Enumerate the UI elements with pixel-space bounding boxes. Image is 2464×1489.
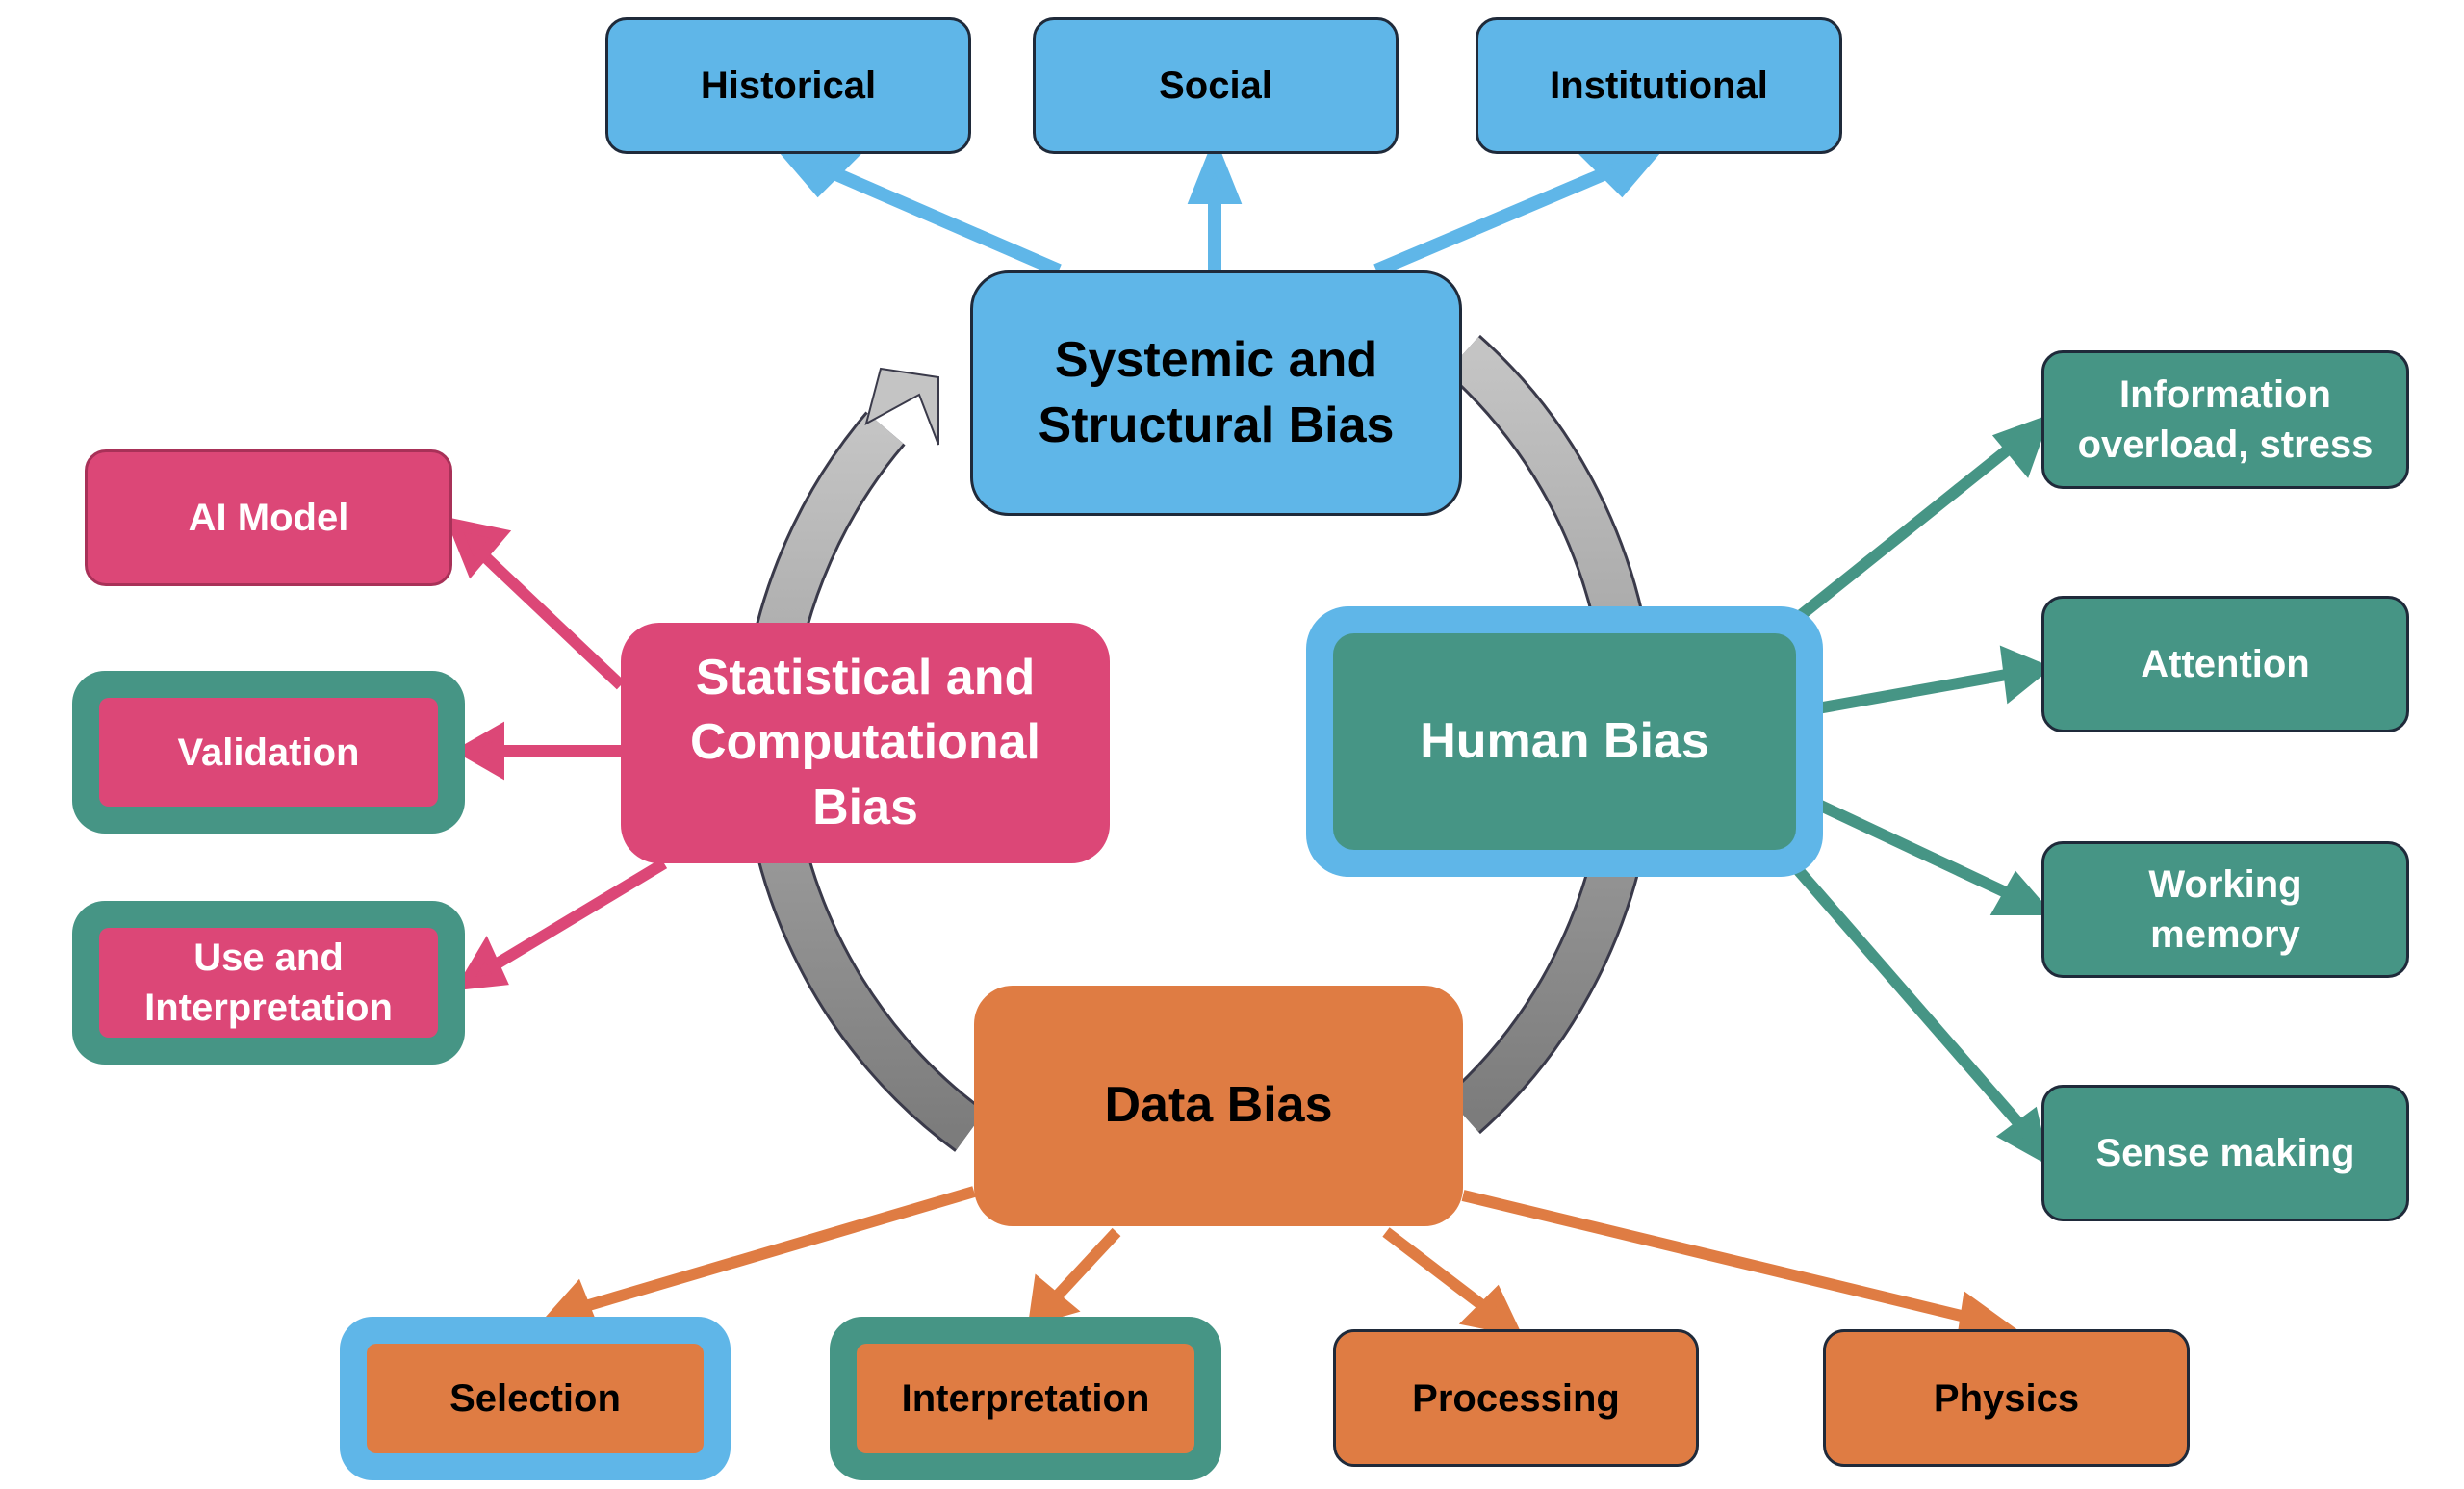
node-label: Historical — [700, 64, 877, 107]
node-validation[interactable]: Validation — [72, 671, 465, 834]
human-arrows — [1772, 413, 2055, 1167]
node-data-bias[interactable]: Data Bias — [974, 986, 1463, 1226]
node-human-bias[interactable]: Human Bias — [1306, 606, 1823, 877]
node-label: Statistical and Computational Bias — [690, 649, 1040, 835]
node-label: Selection — [449, 1377, 621, 1420]
node-attention[interactable]: Attention — [2041, 596, 2409, 732]
statistical-arrows — [445, 516, 668, 991]
cycle-arrowhead-icon — [864, 367, 939, 446]
node-label: Attention — [2141, 643, 2310, 685]
node-label: Institutional — [1550, 64, 1768, 107]
node-statistical-computational-bias[interactable]: Statistical and Computational Bias — [621, 623, 1110, 863]
node-label: Data Bias — [1104, 1077, 1333, 1134]
node-working-memory[interactable]: Working memory — [2041, 841, 2409, 978]
node-interpretation[interactable]: Interpretation — [830, 1317, 1221, 1480]
node-label: Human Bias — [1420, 712, 1709, 769]
node-label: Physics — [1933, 1376, 2080, 1420]
node-label: Working memory — [2148, 863, 2302, 956]
node-label: AI Model — [188, 497, 349, 539]
node-historical[interactable]: Historical — [605, 17, 971, 154]
node-processing[interactable]: Processing — [1333, 1329, 1699, 1467]
node-institutional[interactable]: Institutional — [1476, 17, 1842, 154]
systemic-arrows — [773, 136, 1667, 277]
node-social[interactable]: Social — [1033, 17, 1399, 154]
node-label: Sense making — [2095, 1132, 2355, 1174]
node-information-overload[interactable]: Information overload, stress — [2041, 350, 2409, 489]
node-systemic-structural-bias[interactable]: Systemic and Structural Bias — [970, 270, 1462, 516]
node-sense-making[interactable]: Sense making — [2041, 1085, 2409, 1221]
node-label: Use and Interpretation — [144, 937, 393, 1029]
node-label: Validation — [177, 731, 360, 774]
node-label: Systemic and Structural Bias — [1038, 331, 1395, 453]
node-selection[interactable]: Selection — [340, 1317, 731, 1480]
node-label: Interpretation — [901, 1377, 1150, 1420]
node-physics[interactable]: Physics — [1823, 1329, 2190, 1467]
node-ai-model[interactable]: AI Model — [85, 449, 452, 586]
node-label: Processing — [1412, 1376, 1620, 1420]
node-use-and-interpretation[interactable]: Use and Interpretation — [72, 901, 465, 1065]
node-label: Information overload, stress — [2077, 373, 2374, 466]
node-label: Social — [1159, 64, 1272, 107]
